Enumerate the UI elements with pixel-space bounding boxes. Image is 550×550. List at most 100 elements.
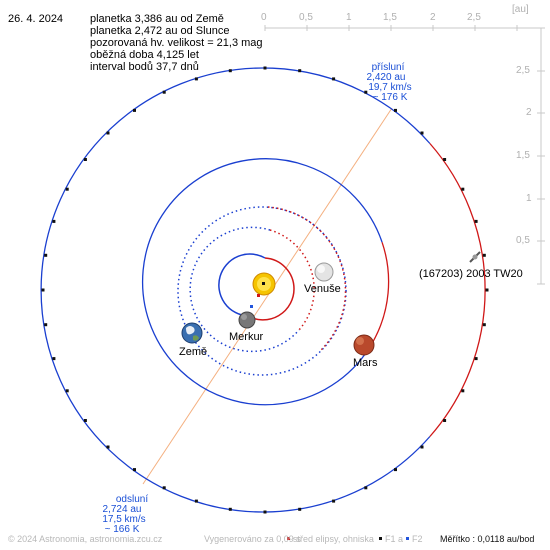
y-tick-2-5: 2,5 bbox=[516, 65, 530, 76]
orbit-point bbox=[474, 357, 478, 361]
y-tick-1-5: 1,5 bbox=[516, 150, 530, 161]
info-line-earth-distance: planetka 3,386 au od Země bbox=[90, 13, 224, 25]
y-tick-1: 1 bbox=[526, 193, 532, 204]
perihelion-title: přísluní bbox=[371, 62, 405, 73]
orbit-point bbox=[364, 486, 368, 490]
y-tick-2: 2 bbox=[526, 107, 532, 118]
footer-copyright[interactable]: © 2024 Astronomia, astronomia.zcu.cz bbox=[8, 534, 163, 544]
legend-f2-swatch bbox=[406, 537, 409, 540]
orbit-point bbox=[228, 507, 232, 511]
orbit-point bbox=[162, 486, 166, 490]
mars-orbit-blue bbox=[141, 158, 383, 406]
orbit-point bbox=[298, 507, 302, 511]
orbit-point bbox=[228, 69, 232, 73]
orbit-point bbox=[106, 445, 110, 449]
orbit-point bbox=[420, 131, 424, 135]
orbit-point bbox=[194, 499, 198, 503]
mercury-label: Merkur bbox=[229, 331, 264, 343]
footer-legend-center: střed elipsy, ohniska bbox=[293, 534, 374, 544]
focus-marker-f2 bbox=[250, 305, 253, 308]
mercury-icon bbox=[238, 311, 256, 329]
x-tick-2: 2 bbox=[430, 12, 436, 23]
orbit-point bbox=[65, 187, 69, 191]
orbit-point bbox=[394, 108, 397, 112]
orbit-point bbox=[162, 90, 166, 94]
asteroid-marker-icon bbox=[469, 251, 481, 263]
y-tick-0-5: 0,5 bbox=[516, 235, 530, 246]
orbit-point bbox=[364, 90, 368, 94]
asteroid-orbit-points bbox=[41, 66, 489, 514]
orbit-point bbox=[461, 187, 465, 191]
right-axis bbox=[537, 28, 545, 285]
orbit-point bbox=[298, 69, 302, 73]
aphelion-distance: 2,724 au bbox=[102, 504, 142, 515]
orbit-point bbox=[106, 131, 110, 135]
orbit-point bbox=[133, 468, 136, 472]
venus-orbit-blue bbox=[189, 226, 300, 353]
orbit-point bbox=[332, 499, 336, 503]
mercury-orbit-red bbox=[247, 257, 295, 321]
orbit-point bbox=[485, 288, 489, 292]
orbit-point bbox=[482, 253, 486, 257]
perihelion-speed: 19,7 km/s bbox=[368, 82, 412, 93]
orbit-point bbox=[41, 288, 45, 292]
aphelion-title: odsluní bbox=[115, 494, 149, 505]
asteroid-orbit-red bbox=[429, 143, 486, 437]
orbit-point bbox=[394, 468, 397, 472]
orbit-point bbox=[420, 445, 424, 449]
footer-legend-f2: F2 bbox=[412, 534, 423, 544]
earth-orbit-blue bbox=[177, 206, 347, 376]
earth-label: Země bbox=[179, 346, 208, 358]
asteroid-orbit-blue bbox=[40, 67, 431, 513]
earth-icon bbox=[181, 322, 203, 344]
info-line-magnitude: pozorovaná hv. velikost = 21,3 mag bbox=[90, 37, 263, 49]
earth-orbit-red bbox=[267, 206, 347, 352]
orbit-point bbox=[52, 357, 56, 361]
orbit-point bbox=[65, 389, 69, 393]
orbit-point bbox=[263, 510, 267, 514]
perihelion-temperature: ~ 176 K bbox=[372, 92, 408, 103]
ellipse-center-marker bbox=[257, 294, 260, 297]
mars-label: Mars bbox=[353, 357, 378, 369]
asteroid-label: (167203) 2003 TW20 bbox=[419, 268, 523, 280]
orbit-point bbox=[443, 158, 447, 161]
mars-icon bbox=[353, 334, 375, 356]
top-axis bbox=[264, 25, 545, 31]
aphelion-temperature: ~ 166 K bbox=[104, 524, 140, 535]
info-line-interval: interval bodů 37,7 dnů bbox=[90, 61, 199, 73]
orbit-point bbox=[83, 158, 87, 161]
axis-unit-label: [au] bbox=[512, 4, 529, 15]
legend-center-swatch bbox=[287, 537, 290, 540]
x-tick-2-5: 2,5 bbox=[467, 12, 481, 23]
info-line-period: oběžná doba 4,125 let bbox=[90, 49, 199, 61]
x-tick-1-5: 1,5 bbox=[383, 12, 397, 23]
perihelion-distance: 2,420 au bbox=[366, 72, 406, 83]
mars-orbit-red bbox=[372, 242, 390, 343]
date-label: 26. 4. 2024 bbox=[8, 13, 64, 25]
footer-generated: Vygenerováno za 0,09 s bbox=[204, 534, 301, 544]
orbit-point bbox=[52, 219, 56, 223]
info-line-sun-distance: planetka 2,472 au od Slunce bbox=[90, 25, 230, 37]
orbit-point bbox=[44, 323, 48, 327]
orbit-point bbox=[133, 108, 136, 112]
x-tick-0-5: 0,5 bbox=[299, 12, 313, 23]
orbit-point bbox=[474, 219, 478, 223]
sun-icon bbox=[252, 272, 276, 296]
footer-legend-f1: F1 a bbox=[385, 534, 404, 544]
x-tick-0: 0 bbox=[261, 12, 267, 23]
orbit-point bbox=[44, 253, 48, 257]
orbit-point bbox=[482, 323, 486, 327]
mercury-orbit-blue bbox=[218, 253, 266, 317]
venus-label: Venuše bbox=[304, 283, 341, 295]
footer-scale: Měřítko : 0,0118 au/bod bbox=[440, 534, 535, 544]
legend-f1-swatch bbox=[379, 537, 382, 540]
orbit-point bbox=[461, 389, 465, 393]
venus-icon bbox=[314, 262, 334, 282]
orbit-point bbox=[263, 66, 267, 70]
x-tick-1: 1 bbox=[346, 12, 352, 23]
orbit-point bbox=[83, 419, 87, 422]
orbit-point bbox=[194, 77, 198, 81]
aphelion-speed: 17,5 km/s bbox=[102, 514, 146, 525]
